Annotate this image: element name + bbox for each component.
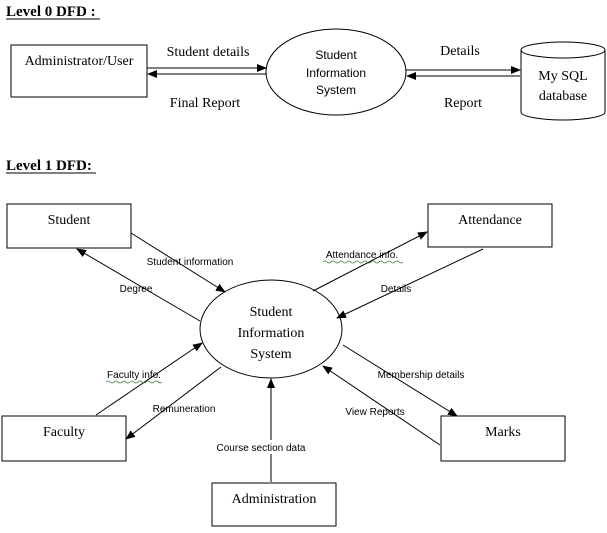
level1-flow-faculty-info-label: Faculty info. (107, 370, 161, 381)
level1-faculty-label: Faculty (43, 425, 85, 440)
level1-flow-degree-arrow (76, 248, 201, 322)
level1-flow-remuneration-arrow (125, 366, 222, 440)
level1-flow-remuneration-label: Remuneration (153, 404, 216, 415)
level0-flow-student-details-label: Student details (167, 45, 250, 60)
level0-database-line1: My SQL (538, 69, 587, 84)
level1-flow-view-reports-arrow (322, 365, 441, 446)
level0-admin-entity (10, 44, 148, 98)
level1-student-label: Student (48, 213, 91, 228)
level1-marks-label: Marks (485, 425, 521, 440)
level1-attendance-entity (427, 203, 553, 248)
level1-heading: Level 1 DFD: (6, 158, 92, 174)
level0-process-line1: Student (315, 48, 357, 62)
level1-student-entity (6, 203, 132, 249)
level0-process-line3: System (316, 83, 356, 97)
level1-flow-student-information-label: Student information (147, 257, 234, 268)
level1-faculty-entity (1, 415, 127, 462)
level1-attendance-label: Attendance (458, 213, 522, 228)
level0-flow-report-label: Report (444, 96, 482, 111)
level1-flow-details-label: Details (381, 284, 412, 295)
level1-flow-membership-details-arrow (342, 344, 458, 417)
level1-flow-attendance-info-underline (322, 260, 404, 264)
level0-process-line2: Information (306, 66, 366, 80)
level1-flow-course-section-data-label: Course section data (217, 443, 306, 454)
level0-database-datastore (520, 41, 606, 121)
level0-flow-final-report-label: Final Report (170, 96, 240, 111)
level1-administration-entity (211, 482, 337, 527)
level1-flow-faculty-info-arrow (95, 342, 203, 416)
level1-flow-attendance-info-arrow (312, 231, 428, 292)
level0-database-line2: database (539, 89, 587, 104)
level1-flow-view-reports-label: View Reports (345, 407, 404, 418)
level1-administration-label: Administration (232, 492, 317, 507)
level1-flow-student-information-arrow (130, 232, 226, 293)
level0-admin-label: Administrator/User (25, 54, 134, 69)
level1-flow-faculty-info-underline (105, 380, 163, 384)
level0-heading: Level 0 DFD : (6, 4, 96, 20)
level1-flow-attendance-info-label: Attendance info. (326, 250, 398, 261)
level1-process-line2: Information (238, 326, 305, 341)
level0-flow-details-label: Details (440, 44, 480, 59)
level1-flow-details-arrow (336, 248, 484, 319)
level1-flow-course-section-data-label-bg (212, 440, 310, 454)
level1-marks-entity (440, 415, 566, 462)
level1-process-line3: System (250, 347, 291, 362)
level1-flow-membership-details-label: Membership details (378, 370, 465, 381)
level1-process-line1: Student (250, 305, 293, 320)
level1-flow-degree-label: Degree (120, 284, 153, 295)
